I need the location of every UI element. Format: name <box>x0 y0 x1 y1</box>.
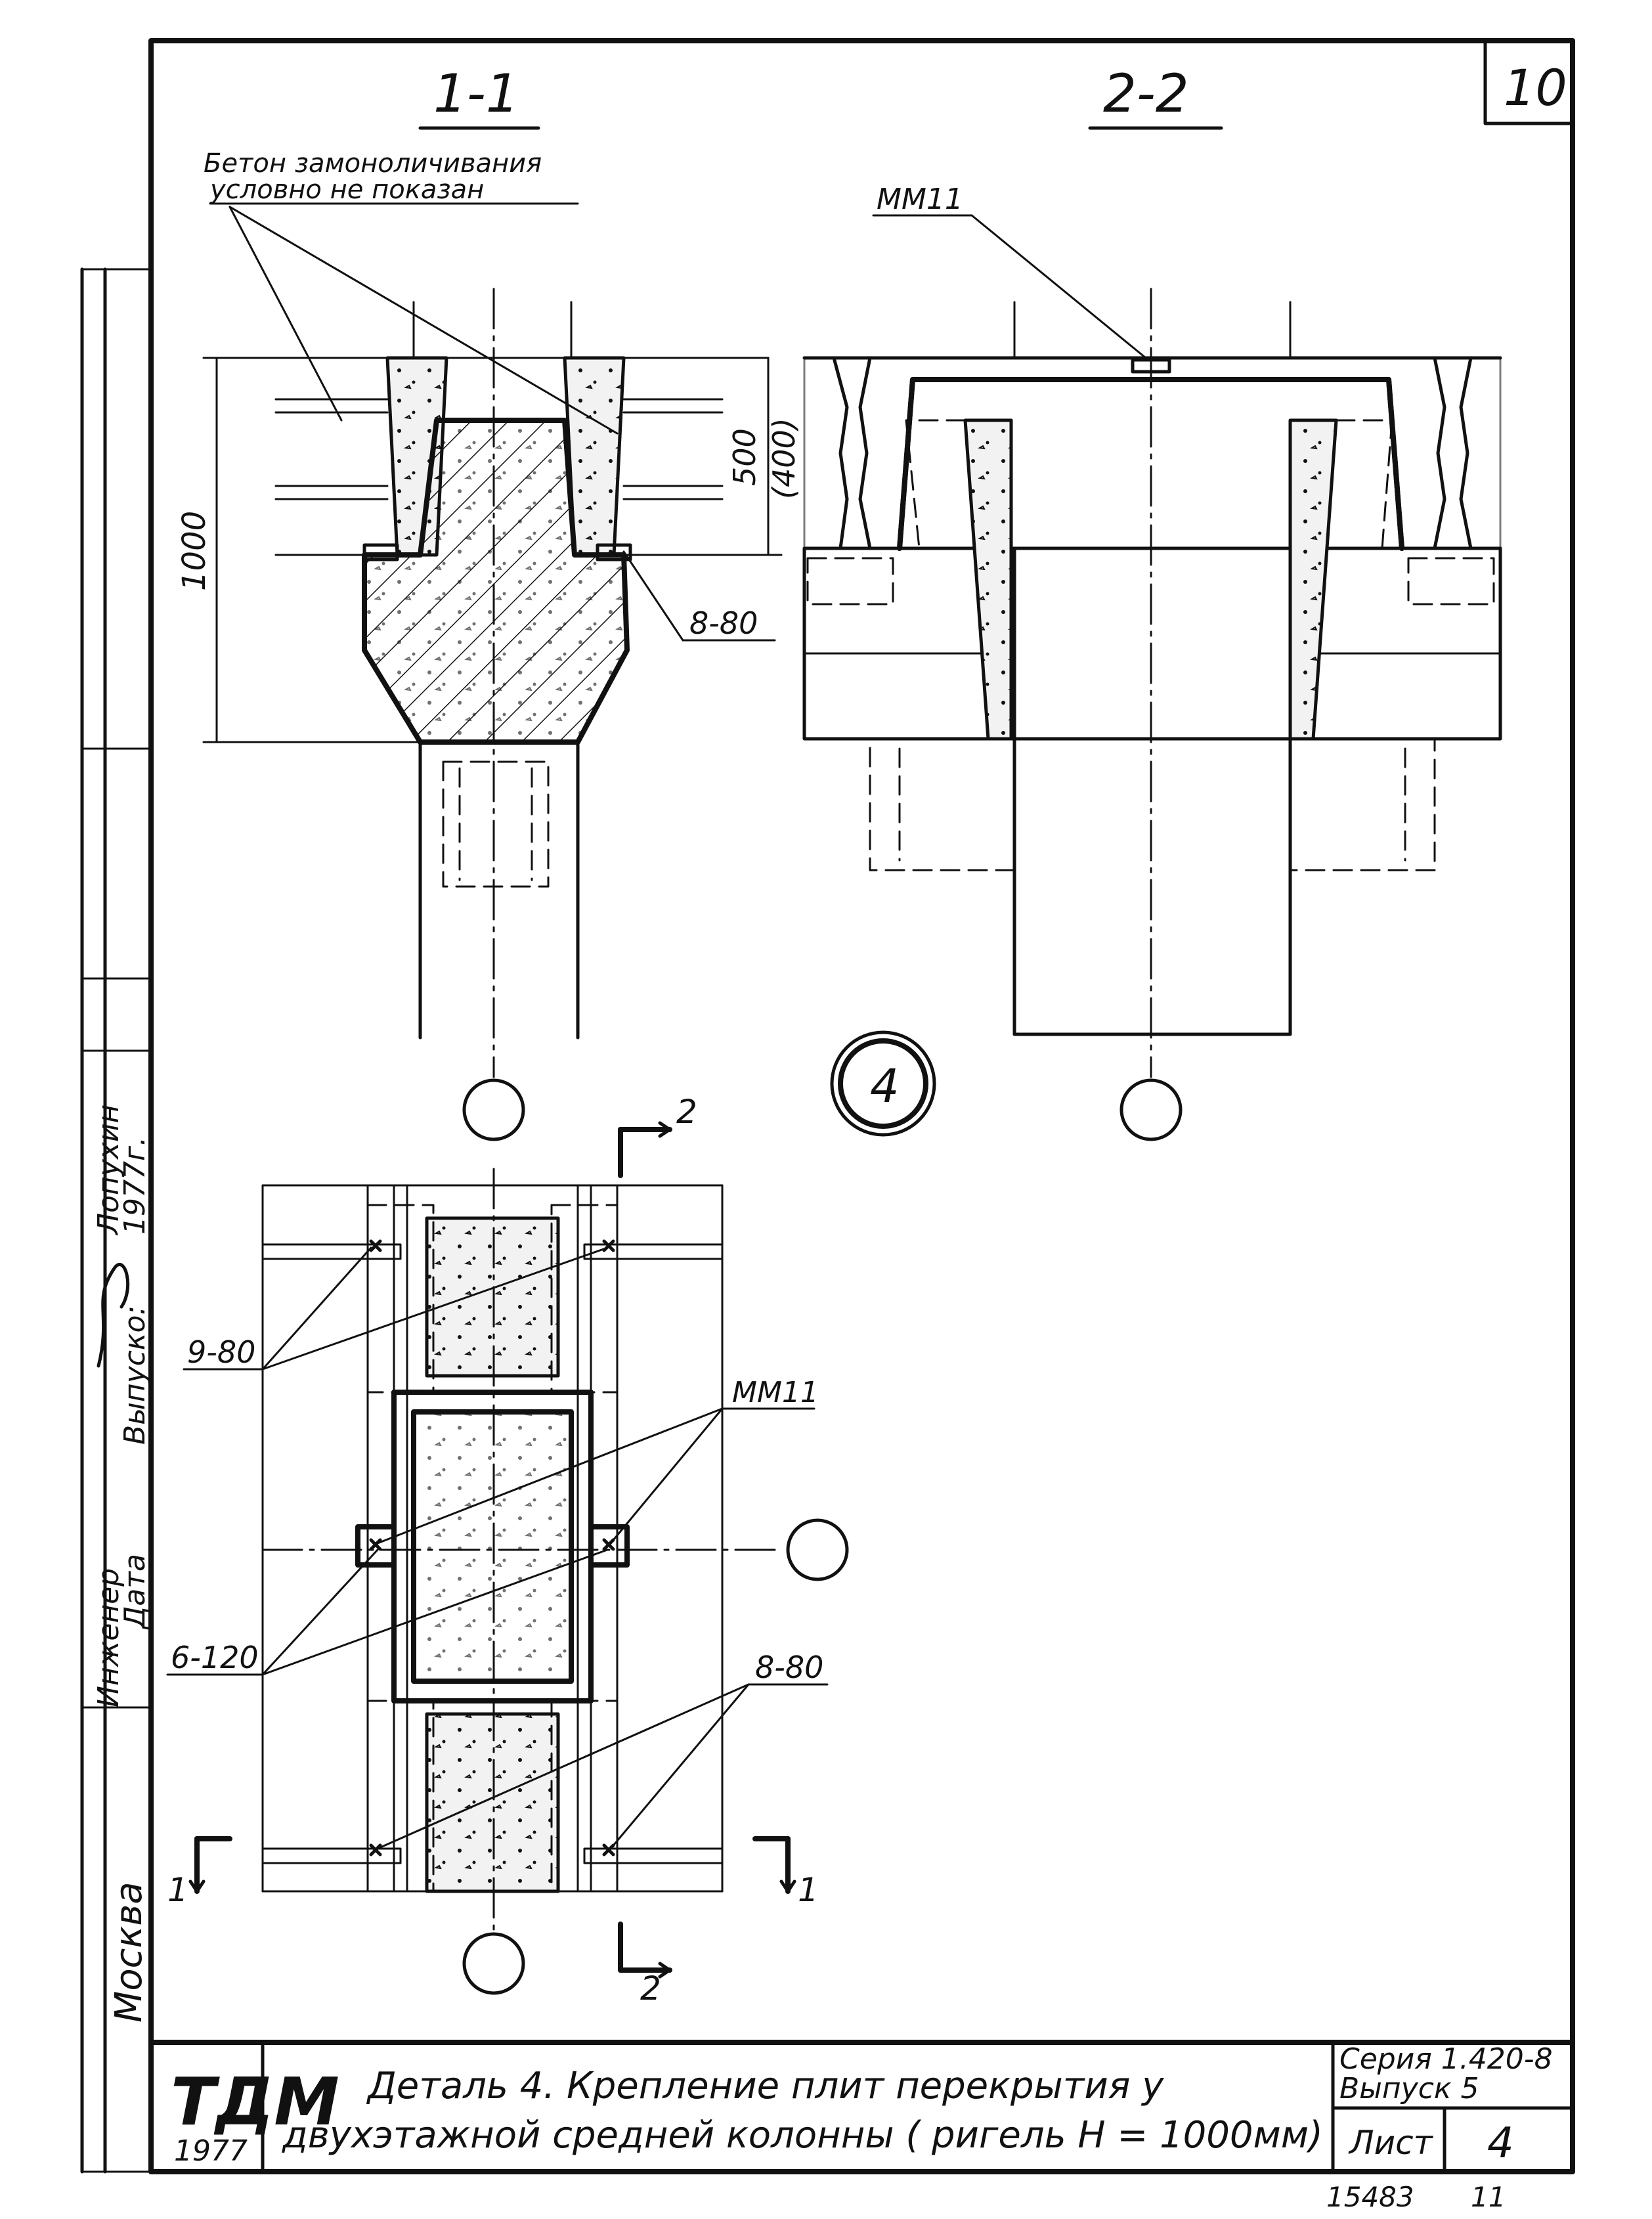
axis-bubble-right <box>1119 1078 1183 1141</box>
stamp-city: Москва <box>108 1881 150 2023</box>
concrete-note-line2: условно не показан <box>209 175 484 205</box>
inventory-number: 15483 <box>1326 2181 1414 2213</box>
mm11-label-plan: ММ11 <box>732 1376 819 1409</box>
concrete-note-line1: Бетон замоноличивания <box>204 148 542 179</box>
series-line1: Серия 1.420-8 <box>1339 2042 1553 2076</box>
cut-1-right: 1 <box>798 1871 819 1909</box>
detail-marker: 4 <box>830 1030 936 1137</box>
weld-6-120-label: 6-120 <box>171 1640 259 1675</box>
cut-2-bottom: 2 <box>640 1969 661 2008</box>
weld-8-80-plan-label: 8-80 <box>755 1650 823 1685</box>
copy-number: 11 <box>1471 2181 1506 2213</box>
dim-400: (400) <box>766 418 802 499</box>
sheet-number: 4 <box>1487 2119 1514 2168</box>
side-stamp: Москва Инженер Дата Выпуско: 1977г. Лопу… <box>92 1105 152 2023</box>
series-line2: Выпуск 5 <box>1339 2072 1479 2105</box>
stamp-name-engineer: Лопухин <box>92 1105 125 1236</box>
mm11-label-top: ММ11 <box>877 183 963 216</box>
weld-8-80-section: 8-80 <box>689 605 758 641</box>
title-line2: двухэтажной средней колонны ( ригель Н =… <box>282 2114 1323 2157</box>
section-2-2-title: 2-2 <box>1103 63 1189 124</box>
section-1-1-title: 1-1 <box>433 63 519 124</box>
axis-bubble-plan-right <box>786 1518 849 1581</box>
sheet-label: Лист <box>1348 2124 1434 2162</box>
stamp-role-engineer: Инженер <box>92 1568 125 1707</box>
sheet-corner-number: 10 <box>1504 58 1567 117</box>
section-1-1: 1-1 <box>176 63 802 1141</box>
stamp-role-date: Дата <box>118 1554 152 1630</box>
plan-view: 2 <box>166 1093 849 2008</box>
detail-marker-number: 4 <box>870 1059 900 1113</box>
logo-year: 1977 <box>174 2134 248 2168</box>
sheet-frame <box>80 38 1575 2174</box>
logo: ТДМ <box>171 2063 339 2140</box>
title-line1: Деталь 4. Крепление плит перекрытия у <box>366 2065 1164 2107</box>
axis-bubble-plan-bottom <box>462 1932 525 1995</box>
stamp-date-value: 1977г. <box>118 1137 152 1235</box>
dim-1000: 1000 <box>176 511 213 591</box>
cut-1-left: 1 <box>167 1871 188 1909</box>
stamp-issued: Выпуско: <box>118 1306 152 1445</box>
dim-500: 500 <box>727 428 762 486</box>
engineer-signature <box>97 1262 130 1368</box>
cut-2-top: 2 <box>676 1093 697 1131</box>
weld-9-80-label: 9-80 <box>187 1334 255 1370</box>
title-block: ТДМ 1977 Деталь 4. Крепление плит перекр… <box>171 2042 1553 2168</box>
axis-bubble-left <box>462 1078 525 1141</box>
section-2-2: 2-2 <box>802 63 1502 1141</box>
